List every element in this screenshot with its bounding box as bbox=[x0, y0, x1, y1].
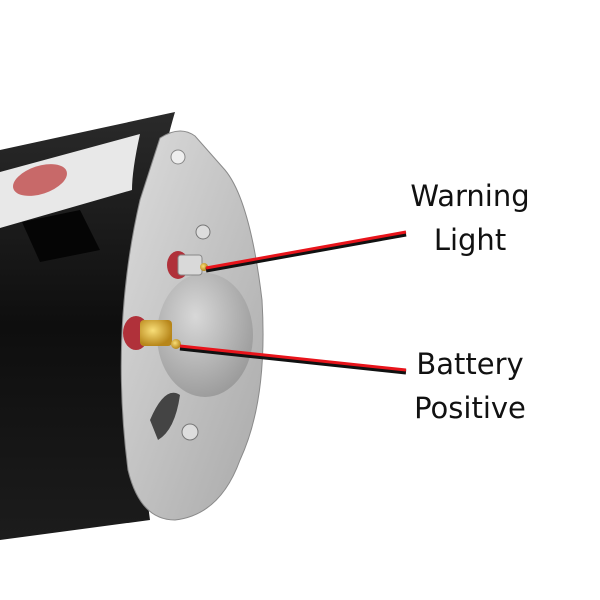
body-label-sticker bbox=[0, 134, 140, 228]
battery-label-line1: Battery bbox=[416, 347, 524, 381]
top-screw bbox=[195, 224, 211, 240]
warning-label-line2: Light bbox=[433, 223, 507, 257]
warning-light-label: Warning Light bbox=[395, 174, 545, 262]
mount-hole bbox=[170, 149, 186, 165]
warning-terminal-nut bbox=[177, 254, 203, 276]
battery-positive-leader-line bbox=[179, 344, 407, 375]
battery-terminal-nut bbox=[140, 320, 172, 346]
sticker-logo bbox=[13, 164, 67, 196]
warning-label-line1: Warning bbox=[410, 179, 530, 213]
bottom-screw bbox=[181, 423, 199, 441]
warning-light-leader-line bbox=[205, 230, 407, 273]
battery-label-line2: Positive bbox=[414, 391, 526, 425]
battery-positive-label: Battery Positive bbox=[395, 342, 545, 430]
end-cap bbox=[157, 273, 253, 397]
